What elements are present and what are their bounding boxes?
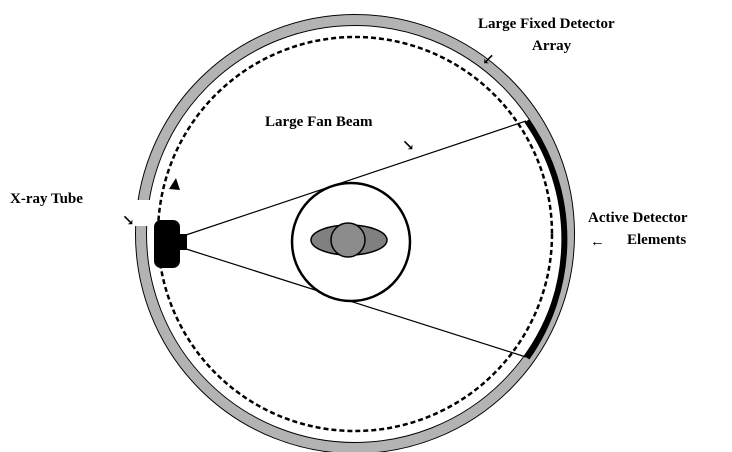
label-active-detector-elements-line1: Active Detector (588, 210, 688, 226)
label-active-detector-elements-line2: Elements (627, 232, 686, 248)
outer-detector-ring (136, 15, 574, 452)
label-active-detector-elements: Active Detector Elements (588, 210, 691, 248)
arrow-fan-beam-icon: ↘ (402, 138, 415, 154)
active-detector-arc (524, 119, 568, 360)
fan-beam-upper-edge (182, 120, 527, 237)
arrow-active-detector-icon: ← (590, 234, 605, 250)
label-large-fixed-detector-array: Large Fixed Detector Array (478, 16, 618, 54)
rotation-arrow-icon (169, 178, 180, 190)
label-large-fixed-detector-array-line2: Array (532, 38, 572, 54)
phantom-center (330, 222, 366, 258)
label-xray-tube: X-ray Tube (10, 191, 83, 207)
label-large-fan-beam: Large Fan Beam (265, 114, 373, 130)
tube-ring-gap (134, 200, 150, 226)
label-large-fixed-detector-array-line1: Large Fixed Detector (478, 16, 615, 32)
xray-tube-icon (154, 220, 180, 268)
arrow-fixed-detector-icon: ↙ (482, 52, 495, 68)
xray-tube-port (178, 234, 187, 250)
arrow-xray-tube-icon: ↘ (122, 213, 135, 229)
fan-beam-lower-edge (182, 247, 527, 358)
outer-ring-outer-edge (135, 14, 575, 452)
